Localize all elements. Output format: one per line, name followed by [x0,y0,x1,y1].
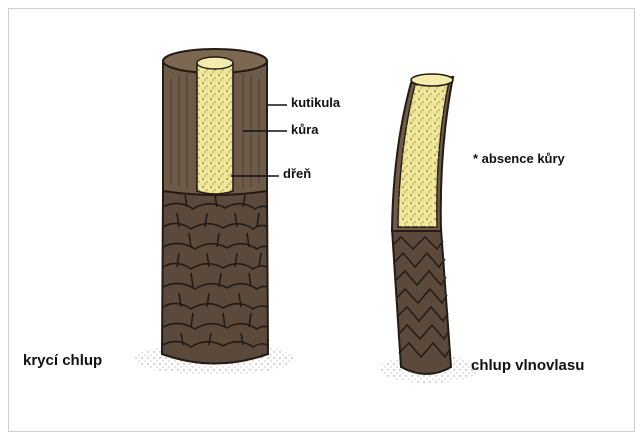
label-guard-hair: krycí chlup [23,352,102,369]
label-underfur-hair: chlup vlnovlasu [471,357,584,374]
label-cuticle: kutikula [291,95,340,110]
label-cortex: kůra [291,122,318,137]
underfur-hair-illustration [379,74,479,383]
label-medulla: dřeň [283,166,311,181]
guard-hair-illustration [134,49,294,375]
label-absence-note: * absence kůry [473,151,565,166]
diagram-frame: kutikula kůra dřeň * absence kůry krycí … [8,8,635,432]
